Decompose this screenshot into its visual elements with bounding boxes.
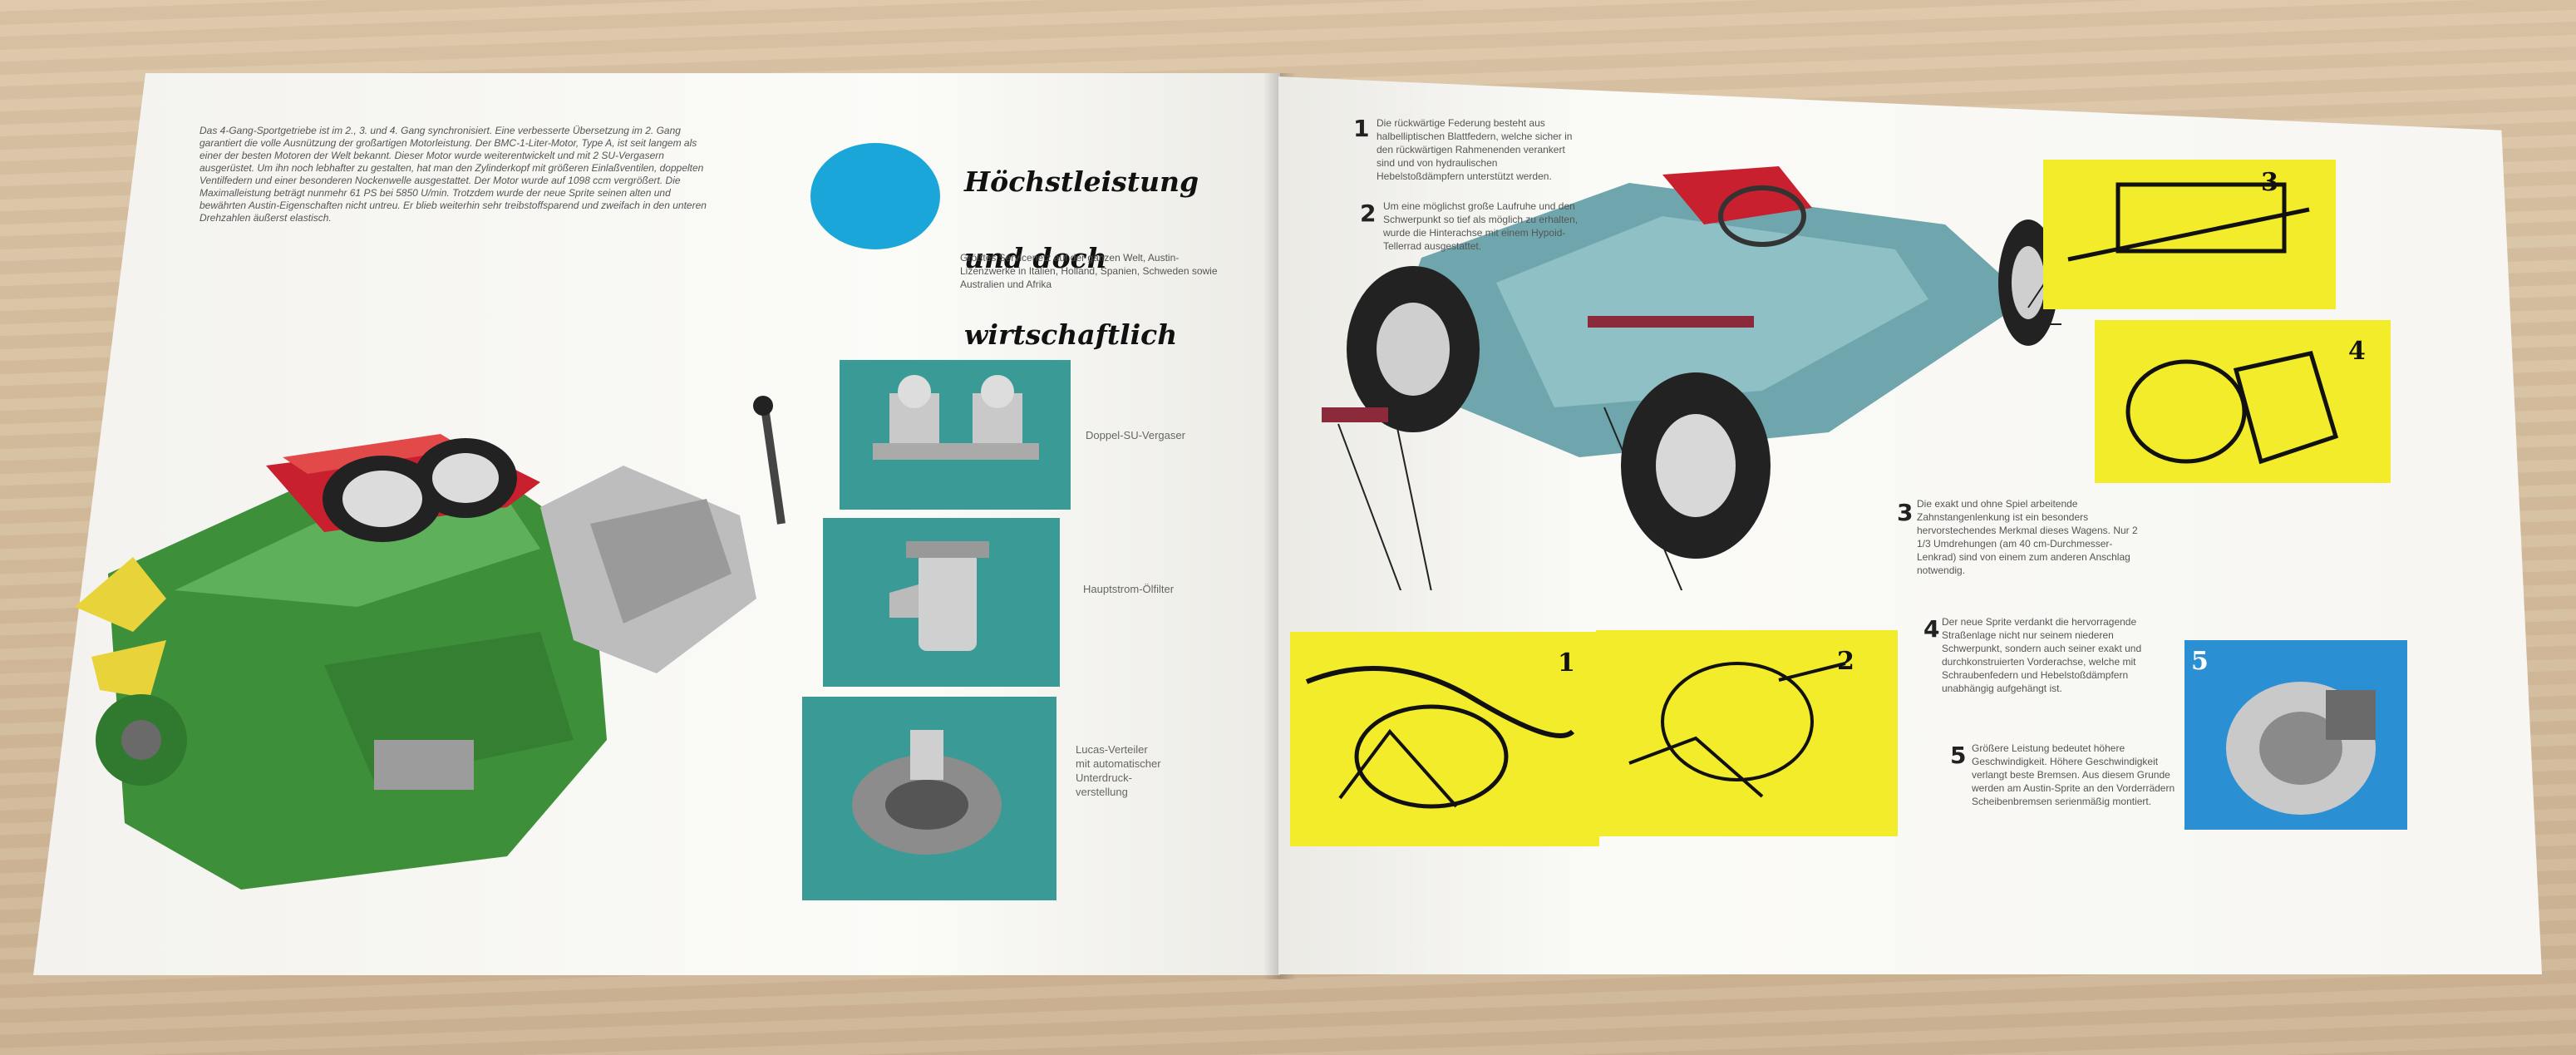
note-number-5: 5 <box>1950 742 1967 769</box>
rear-axle-sketch <box>1628 662 1846 798</box>
diagram-disc-brake: 5 <box>2184 640 2407 830</box>
oil-filter-illustration <box>889 541 989 651</box>
diagram-front-suspension: 4 <box>2095 320 2391 483</box>
service-network-text: Größtes Servicenetz auf der ganzen Welt,… <box>960 252 1218 290</box>
note-number-3: 3 <box>1897 499 1914 526</box>
engine-illustration <box>75 396 786 890</box>
thumbnail-label-carburetor: Doppel-SU-Vergaser <box>1086 429 1185 441</box>
diagram-number-3: 3 <box>2261 168 2278 197</box>
front-suspension-sketch <box>2125 351 2339 465</box>
diagram-rear-axle: 2 <box>1596 630 1898 836</box>
page-headline: Höchstleistung und doch wirtschaftlich <box>964 125 1263 392</box>
headline-line-3: wirtschaftlich <box>964 318 1178 351</box>
note-rear-axle: Um eine möglichst große Laufruhe und den… <box>1383 200 1579 252</box>
note-number-4: 4 <box>1923 615 1940 643</box>
carburetor-illustration <box>873 375 1039 460</box>
note-rear-suspension: Die rückwärtige Federung besteht aus hal… <box>1377 117 1573 182</box>
diagram-rear-suspension: 1 <box>1290 632 1599 846</box>
disc-brake-illustration <box>2226 682 2376 815</box>
note-disc-brakes: Größere Leistung bedeutet höhere Geschwi… <box>1972 742 2175 807</box>
diagram-number-2: 2 <box>1837 647 1854 676</box>
diagram-number-1: 1 <box>1558 648 1575 678</box>
headline-line-2: und doch <box>964 242 1107 274</box>
diagram-number-4: 4 <box>2348 337 2366 366</box>
chassis-illustration <box>1322 166 2061 590</box>
rear-suspension-sketch <box>1305 666 1575 809</box>
thumbnail-distributor <box>802 697 1057 900</box>
thumbnail-label-oil-filter: Hauptstrom-Ölfilter <box>1083 583 1175 595</box>
thumbnail-label-distributor: Lucas-Verteiler mit automatischer Unterd… <box>1076 743 1161 798</box>
blue-circle-decoration <box>810 143 940 249</box>
diagram-number-5: 5 <box>2191 647 2209 676</box>
note-number-1: 1 <box>1353 115 1370 142</box>
thumbnail-oil-filter <box>823 518 1060 687</box>
note-number-2: 2 <box>1360 200 1377 227</box>
thumbnail-carburetor <box>840 360 1071 510</box>
note-steering: Die exakt und ohne Spiel arbeitende Zahn… <box>1917 498 2138 576</box>
engine-intro-text: Das 4-Gang-Sportgetriebe ist im 2., 3. u… <box>199 125 707 224</box>
headline-line-1: Höchstleistung <box>964 165 1199 198</box>
note-front-suspension: Der neue Sprite verdankt die hervorragen… <box>1942 616 2142 694</box>
diagram-steering-rack: 3 <box>2043 160 2336 309</box>
steering-rack-sketch <box>2067 182 2310 262</box>
distributor-illustration <box>852 730 1002 855</box>
